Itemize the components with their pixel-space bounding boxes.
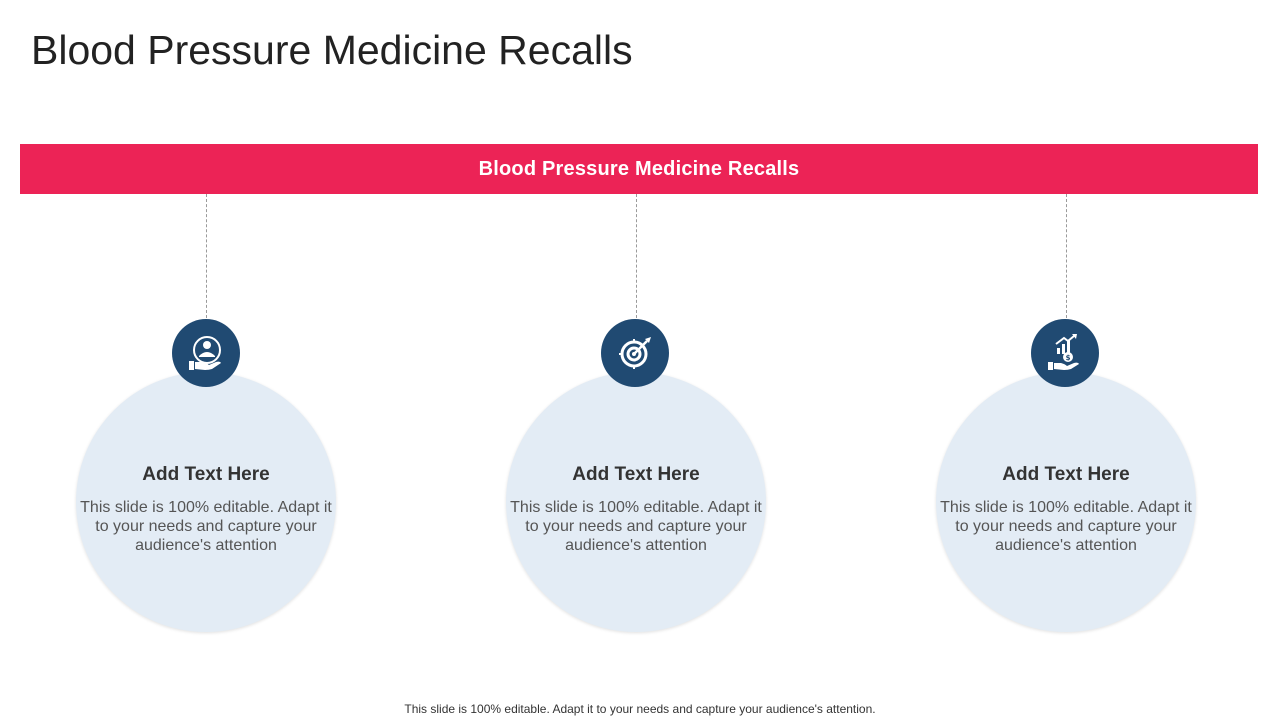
footer-note: This slide is 100% editable. Adapt it to… xyxy=(404,702,876,716)
card-circle xyxy=(76,372,336,632)
card-body: This slide is 100% editable. Adapt it to… xyxy=(80,499,332,554)
hand-money-growth-icon: $ xyxy=(1048,334,1079,370)
icon-badge: $ xyxy=(1031,319,1099,387)
svg-text:$: $ xyxy=(1066,354,1071,362)
target-arrow-icon xyxy=(619,337,651,369)
icon-badge xyxy=(172,319,240,387)
card-heading: Add Text Here xyxy=(1002,464,1130,485)
card-heading: Add Text Here xyxy=(142,464,270,485)
card-circle xyxy=(936,372,1196,632)
connector-line xyxy=(1066,194,1067,318)
connector-line xyxy=(636,194,637,318)
card-heading: Add Text Here xyxy=(572,464,700,485)
card-circle xyxy=(506,372,766,632)
icon-badge xyxy=(601,319,669,387)
banner: Blood Pressure Medicine Recalls xyxy=(20,144,1258,194)
card-body: This slide is 100% editable. Adapt it to… xyxy=(510,499,762,554)
hand-person-icon xyxy=(189,336,221,370)
page-title: Blood Pressure Medicine Recalls xyxy=(31,27,633,73)
banner-label: Blood Pressure Medicine Recalls xyxy=(478,157,800,180)
card-body: This slide is 100% editable. Adapt it to… xyxy=(940,499,1192,554)
connector-line xyxy=(206,194,207,318)
